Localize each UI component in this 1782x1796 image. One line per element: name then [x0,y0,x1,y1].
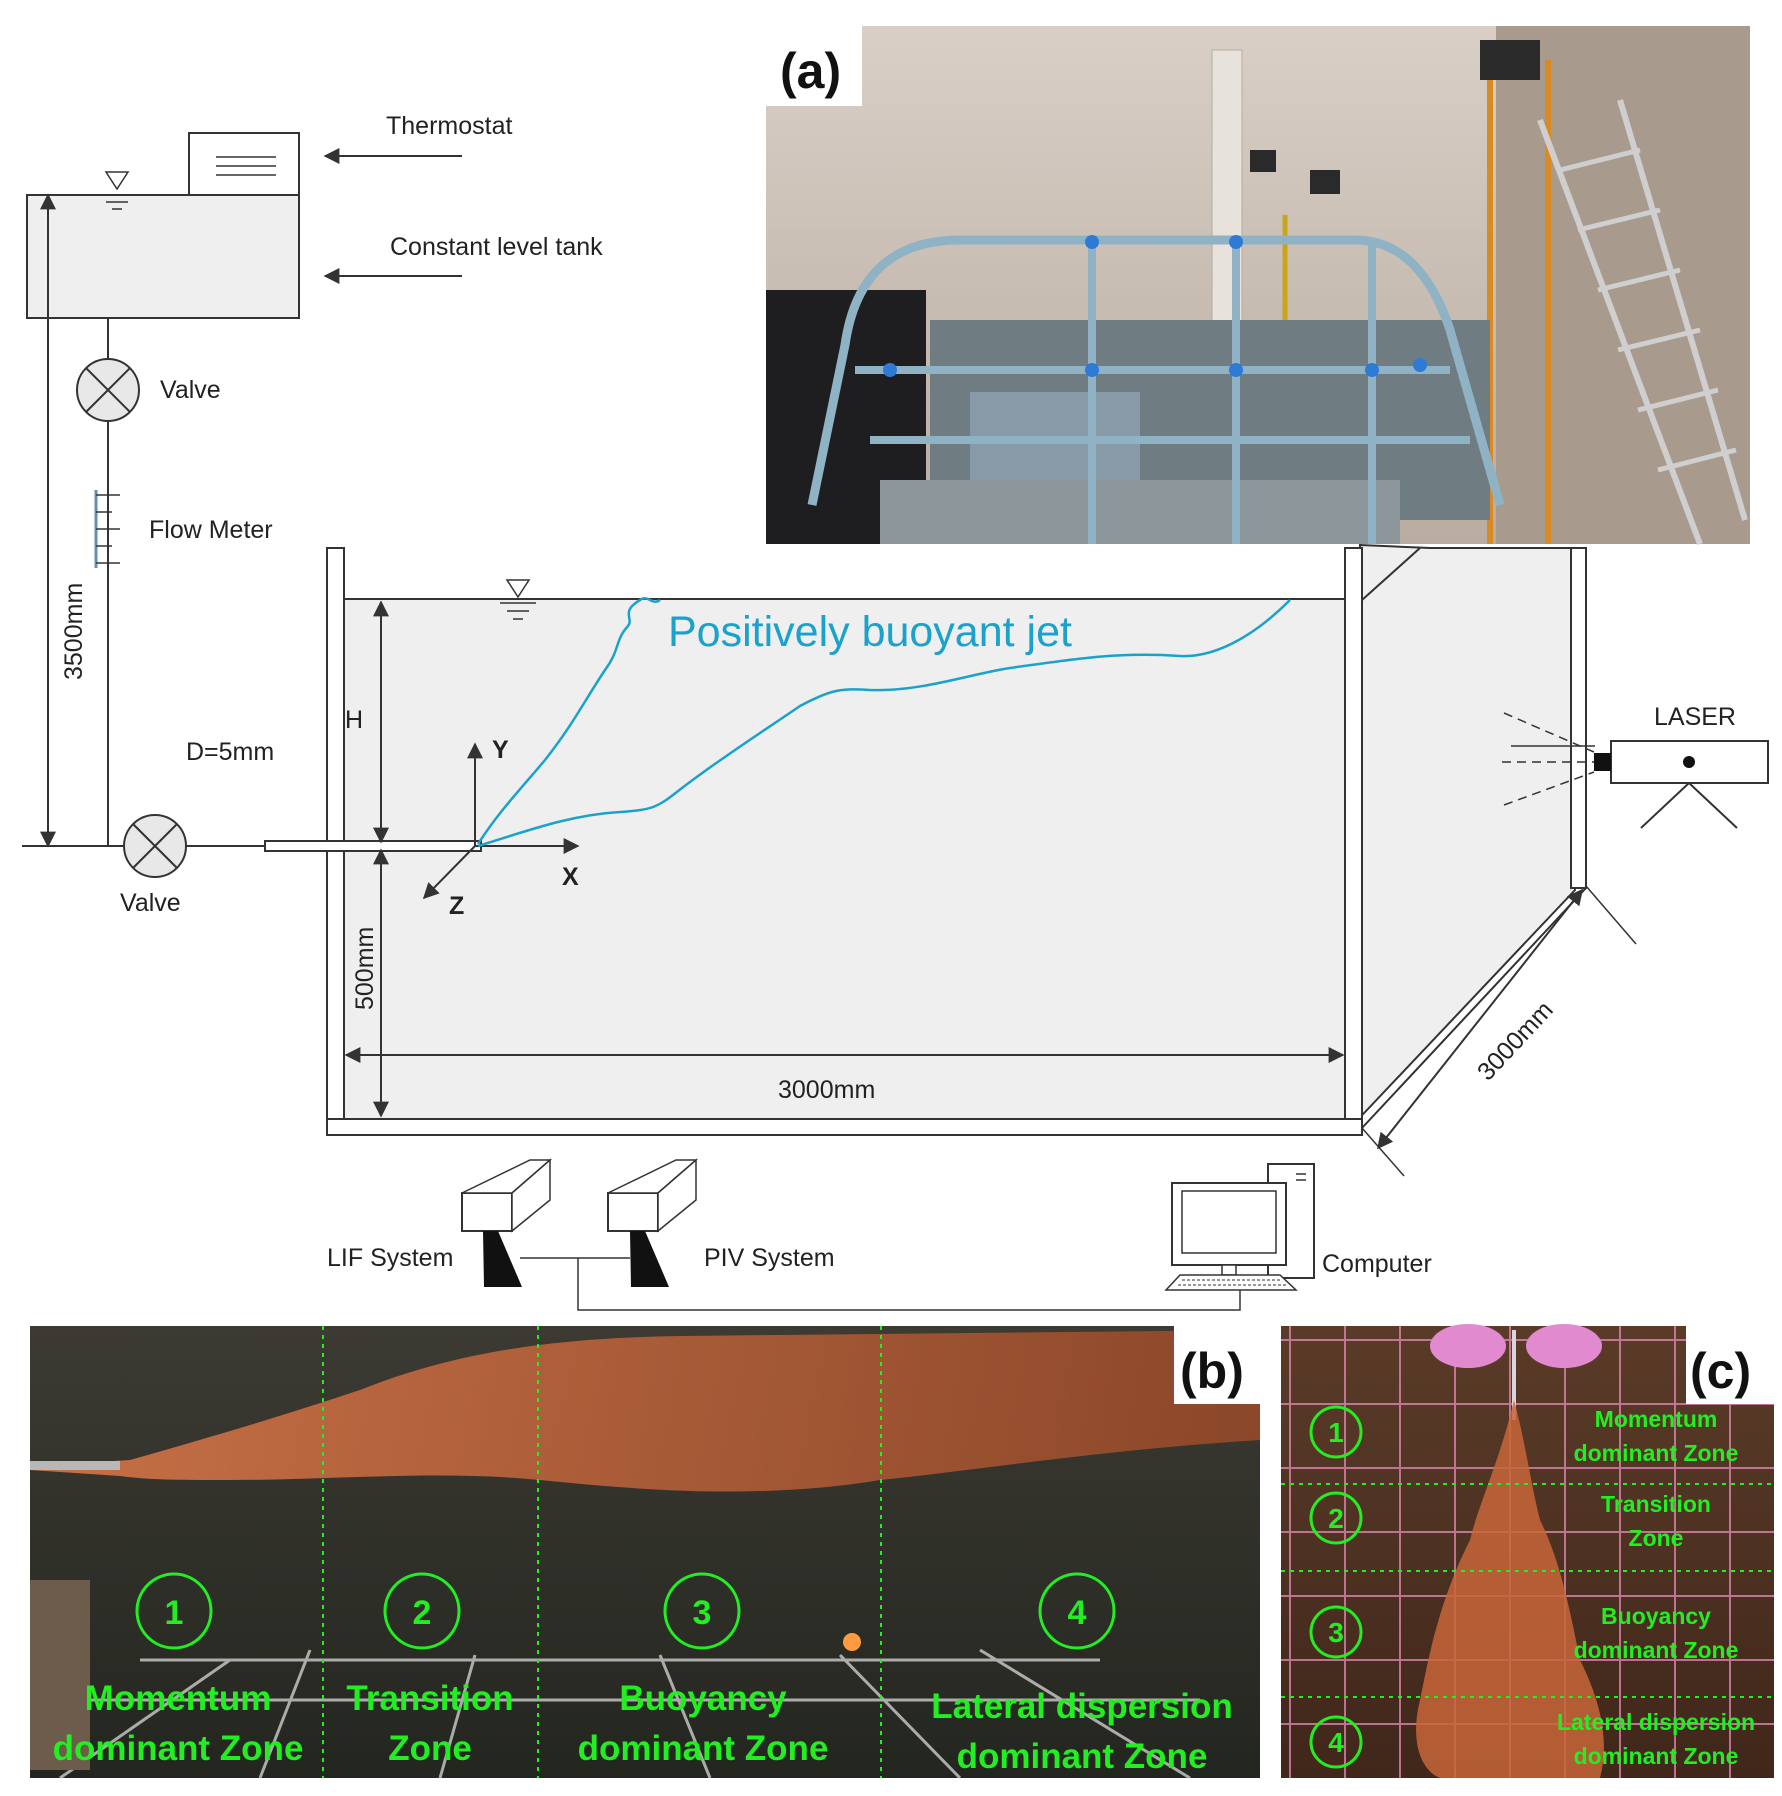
zone-c-1-line2: dominant Zone [1574,1440,1739,1466]
photo-side-view [30,1326,1260,1780]
thermostat-box [188,132,300,196]
zone-c-2-line1: Transition [1601,1491,1711,1517]
zone-c-3-line2: dominant Zone [1574,1637,1739,1663]
valve-top-label: Valve [160,376,221,404]
zone-dividers-b [322,1326,882,1778]
water-level-symbol-top [100,171,134,210]
main-tank [326,543,1587,1136]
constant-level-tank [26,194,300,319]
flow-meter-label: Flow Meter [149,516,273,544]
zone-c-4-line1: Lateral dispersion [1557,1709,1755,1735]
zone-b-2: 2 Transition Zone [346,1572,514,1768]
zone-c-4: 4 Lateral dispersion dominant Zone [1309,1709,1755,1769]
zone-b-1-line2: dominant Zone [53,1729,304,1768]
nozzle [264,840,482,852]
valve-bottom-label: Valve [120,889,181,917]
thermostat-label: Thermostat [386,112,512,140]
zone-c-3-line1: Buoyancy [1601,1603,1711,1629]
zone-b-1-number: 1 [165,1594,184,1632]
panel-a-label: (a) [780,43,841,99]
zone-b-3-line1: Buoyancy [619,1679,787,1718]
axis-y-label: Y [492,736,509,764]
width-3000-dimension [1377,888,1583,1150]
lif-camera-icon [461,1158,553,1287]
zone-c-1-circle [1309,1405,1363,1459]
height-500-label: 500mm [351,927,379,1010]
water-level-symbol-main [500,579,536,620]
zone-b-2-line1: Transition [346,1679,513,1718]
zone-b-2-number: 2 [413,1594,432,1632]
axis-z-label: Z [449,892,464,920]
computer-label: Computer [1322,1250,1432,1278]
zone-b-4-circle [1038,1572,1116,1650]
zone-b-4: 4 Lateral dispersion dominant Zone [931,1572,1233,1776]
zone-b-1: 1 Momentum dominant Zone [53,1572,304,1768]
zone-c-2-circle [1309,1491,1363,1545]
laser-label: LASER [1654,703,1736,731]
zone-b-4-line2: dominant Zone [957,1737,1208,1776]
jet-lower-boundary [477,599,1291,848]
computer-icon [1164,1163,1315,1291]
zone-c-2: 2 Transition Zone [1309,1491,1711,1551]
constant-level-tank-label: Constant level tank [390,233,603,261]
zone-b-1-line1: Momentum [85,1679,272,1718]
zone-c-3: 3 Buoyancy dominant Zone [1309,1603,1739,1663]
panel-b-label: (b) [1180,1343,1244,1399]
zone-c-1: 1 Momentum dominant Zone [1309,1405,1739,1466]
photo-front-view [1281,1324,1774,1778]
jet-label: Positively buoyant jet [668,608,1072,656]
laser-device [1502,712,1769,829]
coordinate-axes [422,742,580,900]
length-3000-label: 3000mm [778,1076,875,1104]
width-3000-label: 3000mm [1472,996,1559,1086]
piv-system-label: PIV System [704,1244,835,1272]
water-depth-label: H [345,706,363,734]
zone-c-4-number: 4 [1328,1727,1344,1758]
nozzle-diameter-label: D=5mm [186,738,274,766]
zone-b-3: 3 Buoyancy dominant Zone [578,1572,829,1768]
zone-c-2-line2: Zone [1629,1525,1684,1551]
height-3500-label: 3500mm [60,583,88,680]
valve-top-icon [76,358,140,422]
computer-cable [577,1258,1241,1311]
zone-dividers-c [1281,1483,1774,1698]
zone-b-2-line2: Zone [388,1729,472,1768]
jet-upper-boundary [476,597,661,845]
zone-b-3-line2: dominant Zone [578,1729,829,1768]
zone-c-3-circle [1309,1605,1363,1659]
zone-b-2-circle [383,1572,461,1650]
photo-lab-setup [766,26,1750,546]
zone-c-2-number: 2 [1328,1503,1344,1534]
zone-b-3-number: 3 [693,1594,712,1632]
flow-meter-icon [94,490,120,568]
zone-b-4-line1: Lateral dispersion [931,1687,1232,1726]
zone-b-3-circle [663,1572,741,1650]
zone-c-1-line1: Momentum [1595,1406,1718,1432]
lif-system-label: LIF System [327,1244,453,1272]
zone-b-4-number: 4 [1068,1594,1087,1632]
zone-b-1-circle [135,1572,213,1650]
panel-c-label: (c) [1690,1343,1751,1399]
zone-c-1-number: 1 [1328,1417,1344,1448]
zone-c-3-number: 3 [1328,1617,1344,1648]
zone-c-4-line2: dominant Zone [1574,1743,1739,1769]
zone-c-4-circle [1309,1715,1363,1769]
piv-camera-icon [607,1158,699,1287]
axis-x-label: X [562,863,579,891]
valve-bottom-icon [123,814,187,878]
